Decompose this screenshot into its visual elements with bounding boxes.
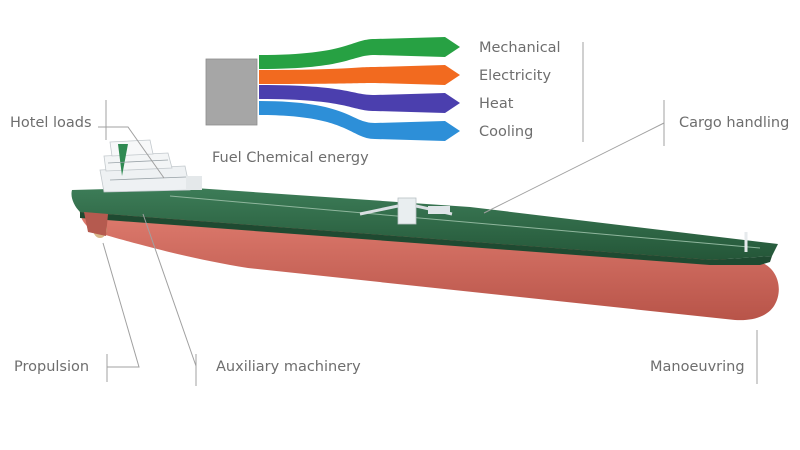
leader-propulsion <box>102 242 140 368</box>
ship-hull <box>79 205 779 321</box>
consumer-manoeuvring: Manoeuvring <box>650 359 745 375</box>
leader-auxiliary <box>142 213 197 367</box>
flow-label-cooling: Cooling <box>479 124 534 140</box>
flow-label-electricity: Electricity <box>479 68 552 84</box>
ship-deck-edge <box>80 212 772 265</box>
flow-arrow-mechanical <box>259 37 460 69</box>
flow-arrow-electricity <box>259 65 460 85</box>
source-label: Fuel Chemical energy <box>212 150 369 166</box>
cargo-manifold <box>359 197 453 225</box>
flow-arrow-heat <box>259 85 460 113</box>
accommodation-block <box>99 139 202 193</box>
ship-deck <box>71 187 779 260</box>
flow-arrow-cooling <box>259 101 460 141</box>
leader-lines <box>98 42 758 386</box>
flow-label-heat: Heat <box>479 96 514 112</box>
leader-hotel-loads <box>98 126 165 179</box>
consumer-auxiliary-machinery: Auxiliary machinery <box>216 359 361 375</box>
fuel-source-box <box>205 58 258 126</box>
energy-flows <box>205 37 460 141</box>
consumer-cargo-handling: Cargo handling <box>679 115 790 131</box>
consumer-hotel-loads: Hotel loads <box>10 115 92 131</box>
stern-rudder <box>84 212 108 236</box>
flow-label-mechanical: Mechanical <box>479 40 561 56</box>
consumer-propulsion: Propulsion <box>14 359 90 375</box>
deck-piping <box>169 195 761 249</box>
leader-cargo-handling <box>483 122 665 214</box>
